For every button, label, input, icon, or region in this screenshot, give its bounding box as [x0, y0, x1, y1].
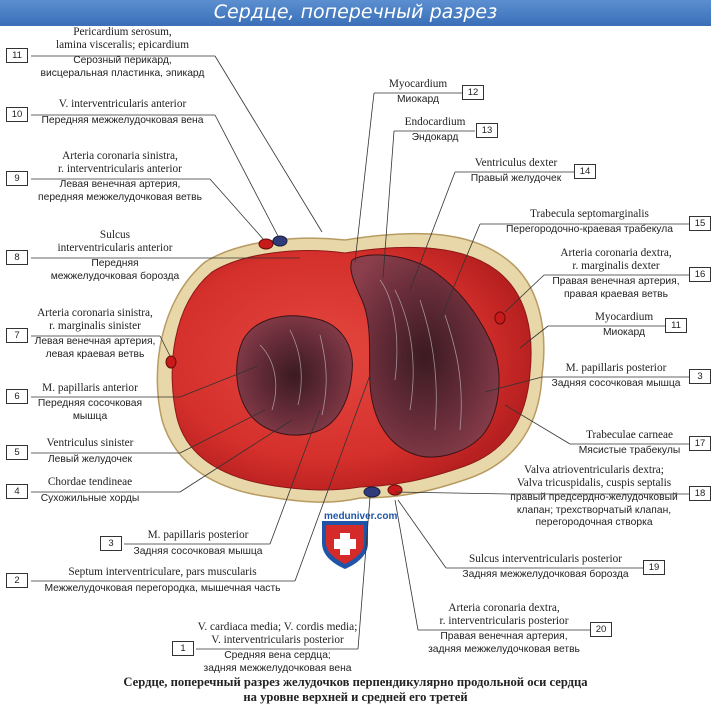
label-number-19: 19	[643, 560, 665, 575]
label-8-text: Sulcus interventricularis anterior Перед…	[50, 229, 180, 282]
label-number-16: 16	[689, 267, 711, 282]
label-7-text: Arteria coronaria sinistra, r. marginali…	[34, 307, 156, 360]
label-number-14: 14	[574, 164, 596, 179]
label-1-text: V. cardiaca media; V. cordis media; V. i…	[197, 621, 358, 674]
label-number-11-right: 11	[665, 318, 687, 333]
right-marginal-artery	[494, 311, 506, 325]
label-number-8: 8	[6, 250, 28, 265]
label-number-3-right: 3	[689, 369, 711, 384]
label-20-text: Arteria coronaria dextra, r. interventri…	[428, 602, 580, 655]
title-bar: Сердце, поперечный разрез	[0, 0, 711, 26]
label-number-5: 5	[6, 445, 28, 460]
label-11-right-text: Myocardium Миокард	[594, 311, 654, 338]
page-title: Сердце, поперечный разрез	[213, 1, 498, 23]
label-3-left-text: M. papillaris posterior Задняя сосочкова…	[133, 529, 263, 557]
label-number-9: 9	[6, 171, 28, 186]
watermark: meduniver.com	[324, 511, 398, 522]
posterior-vessels	[363, 484, 403, 498]
label-5-text: Ventriculus sinister Левый желудочек	[46, 437, 134, 465]
anterior-vessels	[258, 235, 288, 250]
label-number-12: 12	[462, 85, 484, 100]
label-11-text: Pericardium serosum, lamina visceralis; …	[40, 26, 205, 79]
label-number-11: 11	[6, 48, 28, 63]
label-16-text: Arteria coronaria dextra, r. marginalis …	[552, 247, 680, 300]
label-9-text: Arteria coronaria sinistra, r. intervent…	[38, 150, 202, 203]
label-number-18: 18	[689, 486, 711, 501]
caption-line-1: Сердце, поперечный разрез желудочков пер…	[123, 675, 588, 689]
label-19-text: Sulcus interventricularis posterior Задн…	[462, 553, 629, 580]
label-18-text: Valva atrioventricularis dextra; Valva t…	[510, 464, 678, 528]
label-number-2: 2	[6, 573, 28, 588]
label-number-7: 7	[6, 328, 28, 343]
label-number-10: 10	[6, 107, 28, 122]
right-ventricle-cavity	[350, 254, 500, 458]
label-15-text: Trabecula septomarginalis Перегородочно-…	[506, 208, 673, 235]
label-3-right-text: M. papillaris posterior Задняя сосочкова…	[551, 362, 681, 389]
left-ventricle-cavity	[236, 315, 353, 436]
label-12-text: Myocardium Миокард	[388, 78, 448, 105]
label-2-text: Septum interventriculare, pars musculari…	[44, 566, 281, 594]
label-number-3-left: 3	[100, 536, 122, 551]
label-number-1: 1	[172, 641, 194, 656]
label-14-text: Ventriculus dexter Правый желудочек	[470, 157, 562, 184]
label-number-17: 17	[689, 436, 711, 451]
caption-line-2: на уровне верхней и средней его третей	[243, 690, 468, 704]
label-number-4: 4	[6, 484, 28, 499]
label-number-15: 15	[689, 216, 711, 231]
meduniver-logo	[322, 521, 368, 569]
label-17-text: Trabeculae carneae Мясистые трабекулы	[578, 429, 681, 456]
figure-caption: Сердце, поперечный разрез желудочков пер…	[0, 675, 711, 705]
label-10-text: V. interventricularis anterior Передняя …	[41, 98, 204, 126]
label-6-text: M. papillaris anterior Передняя сосочков…	[37, 382, 143, 422]
heart-cross-section-illustration	[31, 55, 692, 650]
label-13-text: Endocardium Эндокард	[404, 116, 466, 143]
label-number-6: 6	[6, 389, 28, 404]
leader-lines	[31, 55, 692, 650]
label-number-20: 20	[590, 622, 612, 637]
left-marginal-artery	[165, 355, 177, 369]
label-number-13: 13	[476, 123, 498, 138]
label-4-text: Chordae tendineae Сухожильные хорды	[40, 476, 140, 504]
